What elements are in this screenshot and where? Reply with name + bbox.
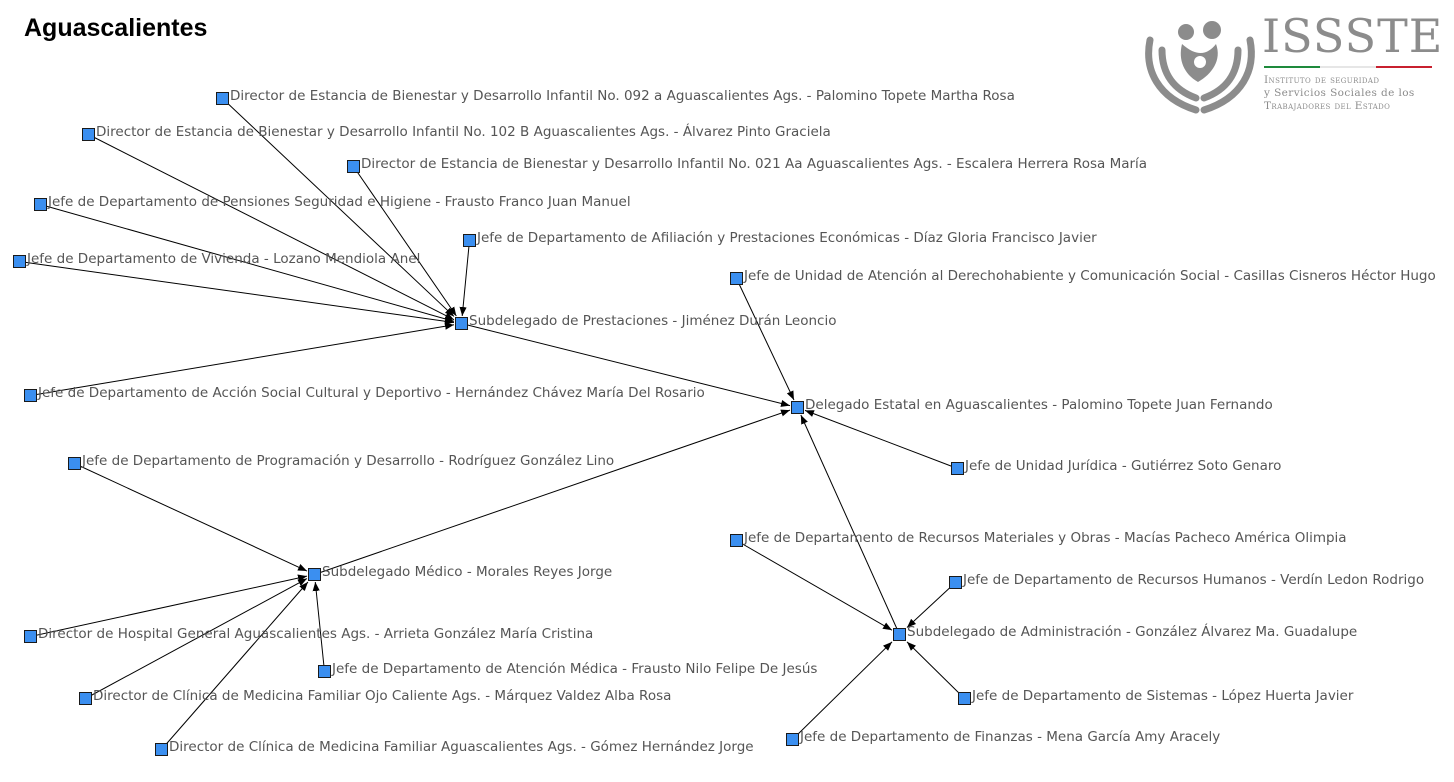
edge-dcmf-to-submed bbox=[161, 581, 309, 750]
node-label: Jefe de Departamento de Pensiones Seguri… bbox=[48, 194, 631, 210]
node-dhosp[interactable] bbox=[24, 630, 37, 643]
logo-flag-white bbox=[1320, 66, 1376, 68]
node-jviv[interactable] bbox=[13, 255, 26, 268]
edge-juad-to-deleg bbox=[736, 278, 795, 401]
node-jacc[interactable] bbox=[24, 389, 37, 402]
node-label: Subdelegado de Prestaciones - Jiménez Du… bbox=[469, 313, 837, 329]
issste-logo bbox=[1138, 10, 1438, 120]
logo-subtitle-line: Trabajadores del Estado bbox=[1264, 100, 1391, 112]
node-label: Director de Estancia de Bienestar y Desa… bbox=[230, 88, 1015, 104]
node-d092[interactable] bbox=[216, 92, 229, 105]
node-deleg[interactable] bbox=[791, 401, 804, 414]
edge-jfin-to-subadm bbox=[792, 641, 893, 740]
node-jpens[interactable] bbox=[34, 198, 47, 211]
node-d021[interactable] bbox=[347, 160, 360, 173]
node-label: Jefe de Unidad de Atención al Derechohab… bbox=[744, 268, 1436, 284]
edge-d092-to-subprest bbox=[222, 98, 455, 317]
node-label: Jefe de Departamento de Vivienda - Lozan… bbox=[27, 251, 421, 267]
issste-emblem-icon bbox=[1145, 21, 1255, 114]
logo-subtitle-line: Instituto de seguridad bbox=[1264, 74, 1380, 86]
node-label: Jefe de Unidad Jurídica - Gutiérrez Soto… bbox=[965, 458, 1282, 474]
node-label: Subdelegado Médico - Morales Reyes Jorge bbox=[322, 564, 613, 580]
node-jjur[interactable] bbox=[951, 462, 964, 475]
logo-flag-red bbox=[1376, 66, 1432, 68]
edge-jatmed-to-submed bbox=[312, 581, 325, 672]
edge-dhosp-to-submed bbox=[30, 574, 308, 637]
node-label: Jefe de Departamento de Atención Médica … bbox=[332, 661, 818, 677]
edge-d021-to-subprest bbox=[353, 166, 457, 317]
node-label: Director de Clínica de Medicina Familiar… bbox=[169, 739, 754, 755]
edge-subprest-to-deleg bbox=[461, 323, 791, 407]
node-label: Jefe de Departamento de Finanzas - Mena … bbox=[800, 729, 1221, 745]
node-dojo[interactable] bbox=[79, 692, 92, 705]
node-label: Director de Hospital General Aguascalien… bbox=[38, 626, 594, 642]
node-subprest[interactable] bbox=[455, 317, 468, 330]
edges-layer bbox=[19, 98, 965, 750]
node-juad[interactable] bbox=[730, 272, 743, 285]
page-title: Aguascalientes bbox=[24, 14, 208, 42]
node-label: Delegado Estatal en Aguascalientes - Pal… bbox=[805, 397, 1273, 413]
node-jrecm[interactable] bbox=[730, 534, 743, 547]
logo-wordmark: ISSSTE bbox=[1262, 9, 1444, 63]
node-label: Jefe de Departamento de Sistemas - López… bbox=[972, 688, 1354, 704]
edge-jacc-to-subprest bbox=[30, 322, 455, 396]
node-d102[interactable] bbox=[82, 128, 95, 141]
node-dcmf[interactable] bbox=[155, 743, 168, 756]
logo-subtitle-line: y Servicios Sociales de los bbox=[1264, 87, 1415, 99]
edge-jjur-to-deleg bbox=[804, 409, 958, 469]
node-label: Director de Estancia de Bienestar y Desa… bbox=[96, 124, 831, 140]
logo-flag-green bbox=[1264, 66, 1320, 68]
node-label: Jefe de Departamento de Acción Social Cu… bbox=[38, 385, 705, 401]
node-submed[interactable] bbox=[308, 568, 321, 581]
node-subadm[interactable] bbox=[893, 628, 906, 641]
node-jprog[interactable] bbox=[68, 457, 81, 470]
edge-dojo-to-submed bbox=[85, 578, 308, 699]
node-label: Director de Estancia de Bienestar y Desa… bbox=[361, 156, 1148, 172]
node-label: Director de Clínica de Medicina Familiar… bbox=[93, 688, 672, 704]
node-jfin[interactable] bbox=[786, 733, 799, 746]
edge-jviv-to-subprest bbox=[19, 261, 455, 325]
node-jsis[interactable] bbox=[958, 692, 971, 705]
edge-jpens-to-subprest bbox=[40, 204, 455, 323]
node-jafil[interactable] bbox=[463, 234, 476, 247]
node-label: Jefe de Departamento de Programación y D… bbox=[82, 453, 615, 469]
node-label: Jefe de Departamento de Recursos Materia… bbox=[744, 530, 1347, 546]
node-label: Subdelegado de Administración - González… bbox=[907, 624, 1358, 640]
node-jatmed[interactable] bbox=[318, 665, 331, 678]
edge-subadm-to-deleg bbox=[800, 414, 900, 635]
edge-jafil-to-subprest bbox=[459, 240, 470, 317]
edge-jsis-to-subadm bbox=[906, 641, 965, 699]
node-label: Jefe de Departamento de Afiliación y Pre… bbox=[477, 230, 1097, 246]
edge-jprog-to-submed bbox=[74, 463, 308, 572]
edge-d102-to-subprest bbox=[88, 134, 455, 321]
edge-jrecm-to-subadm bbox=[736, 540, 893, 631]
node-jrech[interactable] bbox=[949, 576, 962, 589]
edge-submed-to-deleg bbox=[314, 409, 791, 575]
node-label: Jefe de Departamento de Recursos Humanos… bbox=[963, 572, 1425, 588]
edge-jrech-to-subadm bbox=[906, 582, 956, 628]
